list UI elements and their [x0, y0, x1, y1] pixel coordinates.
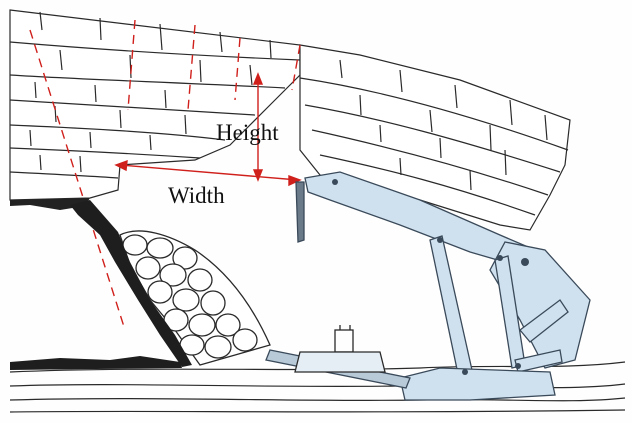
floor-debris: [10, 356, 182, 370]
width-label: Width: [168, 183, 225, 208]
face-conveyor: [295, 325, 385, 372]
height-label: Height: [216, 120, 279, 145]
width-dimension-arrow: [116, 161, 300, 185]
